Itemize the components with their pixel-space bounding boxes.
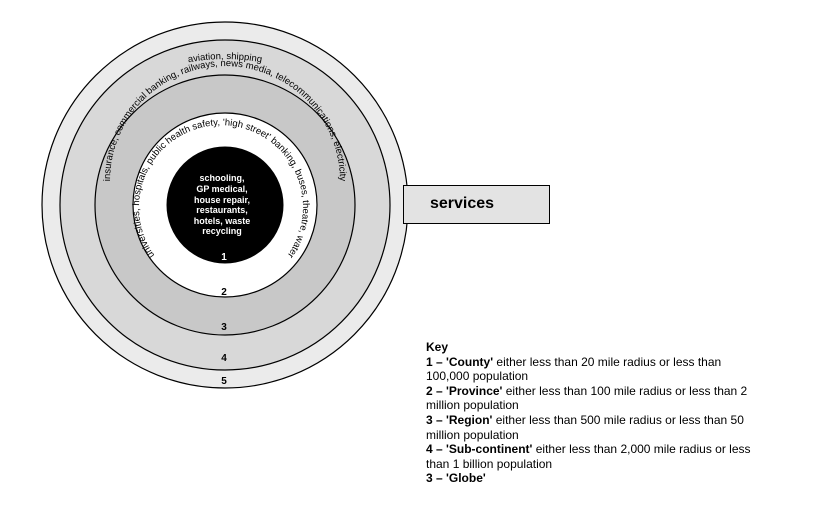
key-item-id: 2 – bbox=[426, 383, 447, 398]
key-item-text: either less than 100 mile radius or less… bbox=[426, 383, 748, 413]
ring-number-2: 2 bbox=[221, 287, 227, 298]
key-item-id: 1 – bbox=[426, 354, 447, 369]
ring-4-label: aviation, shipping bbox=[187, 51, 263, 65]
key-item: 1 – 'County' either less than 20 mile ra… bbox=[426, 355, 756, 384]
key-title: Key bbox=[426, 340, 449, 354]
ring-1-core bbox=[166, 146, 284, 264]
key-item: 2 – 'Province' either less than 100 mile… bbox=[426, 384, 756, 413]
core-line: hotels, waste bbox=[194, 216, 251, 226]
core-line: house repair, bbox=[194, 195, 250, 205]
key-item: 4 – 'Sub-continent' either less than 2,0… bbox=[426, 442, 756, 471]
ring-number-5: 5 bbox=[221, 376, 227, 387]
key-item-text: either less than 500 mile radius or less… bbox=[426, 412, 744, 442]
services-label: services bbox=[430, 195, 495, 212]
key-legend: Key 1 – 'County' either less than 20 mil… bbox=[426, 340, 756, 486]
core-text: schooling, GP medical, house repair, res… bbox=[194, 173, 251, 236]
key-item: 3 – 'Region' either less than 500 mile r… bbox=[426, 413, 756, 442]
core-line: restaurants, bbox=[196, 205, 248, 215]
key-item-name: 'Region' bbox=[446, 412, 493, 427]
key-item-id: 3 – bbox=[426, 412, 447, 427]
key-item-name: 'Sub-continent' bbox=[446, 442, 533, 457]
key-item-id: 3 – bbox=[426, 471, 447, 486]
key-item: 3 – 'Globe' bbox=[426, 471, 756, 486]
core-line: GP medical, bbox=[196, 184, 247, 194]
core-line: schooling, bbox=[200, 173, 245, 183]
key-item-name: 'Province' bbox=[446, 383, 503, 398]
key-item-id: 4 – bbox=[426, 442, 447, 457]
core-line: recycling bbox=[202, 226, 242, 236]
key-item-name: 'Globe' bbox=[446, 471, 486, 486]
key-item-text: either less than 20 mile radius or less … bbox=[426, 354, 722, 384]
services-box: services bbox=[403, 185, 550, 224]
key-item-text: either less than 2,000 mile radius or le… bbox=[426, 442, 751, 471]
ring-number-4: 4 bbox=[221, 353, 227, 364]
key-item-name: 'County' bbox=[446, 354, 494, 369]
ring-number-3: 3 bbox=[221, 322, 227, 333]
ring-number-1: 1 bbox=[221, 252, 227, 263]
